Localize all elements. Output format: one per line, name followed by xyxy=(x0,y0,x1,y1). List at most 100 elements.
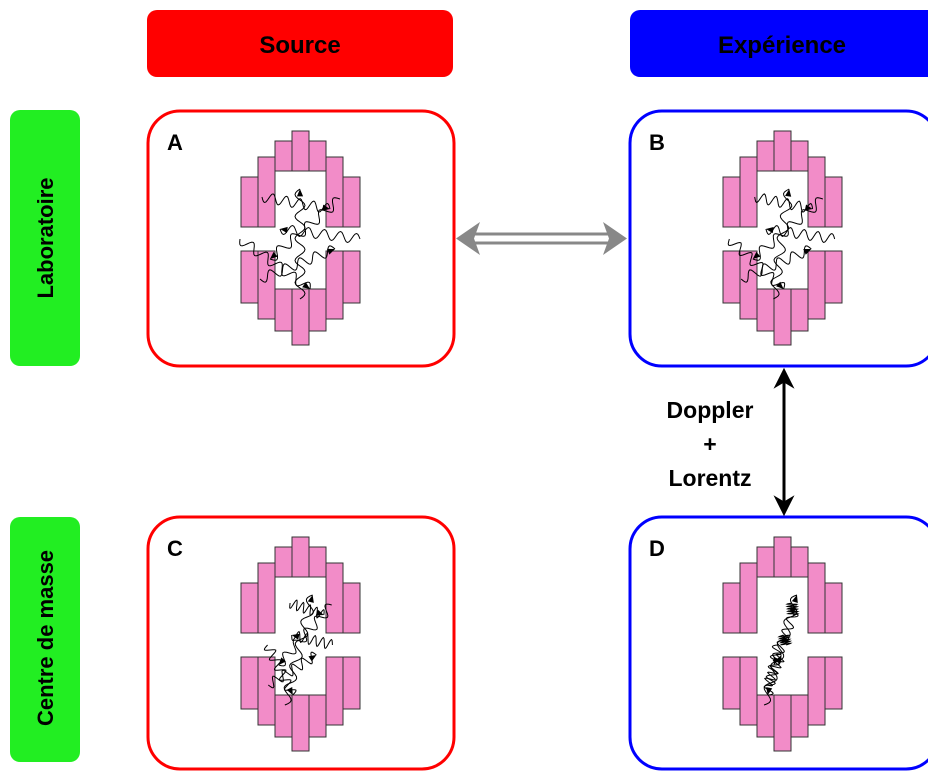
photon-arrowhead xyxy=(291,633,300,640)
nucleon-bar xyxy=(807,156,826,228)
nucleon-bar xyxy=(824,176,843,228)
source-header: Source xyxy=(147,10,453,77)
nucleon-bar xyxy=(756,546,775,578)
nucleon-bar xyxy=(739,156,758,228)
nucleon-bar xyxy=(773,536,792,578)
photon-path xyxy=(294,188,306,300)
nucleon-bar xyxy=(291,288,310,346)
nucleon-bar xyxy=(257,562,276,634)
nucleon-bar xyxy=(257,250,276,320)
photon-arrowhead xyxy=(286,687,293,695)
photon-arrowhead xyxy=(776,281,784,289)
nucleon-bar xyxy=(308,288,327,332)
transform-label: Doppler + Lorentz xyxy=(667,397,754,491)
nucleon-bar xyxy=(722,176,741,228)
nucleon-bar xyxy=(240,176,259,228)
nucleon-bar xyxy=(325,562,344,634)
photon-arrowhead xyxy=(785,189,792,197)
nucleon-bar xyxy=(756,140,775,172)
nucleon-bar xyxy=(722,250,741,304)
nucleon-bar xyxy=(342,582,361,634)
panel-A: A xyxy=(146,109,456,368)
nucleon-bar xyxy=(240,656,259,710)
nucleon-bar xyxy=(291,130,310,172)
nucleon-bar xyxy=(240,582,259,634)
photon-path xyxy=(267,651,317,689)
photon-arrowhead xyxy=(803,249,812,255)
nucleon-bar xyxy=(790,140,809,172)
nucleon-bar xyxy=(274,546,293,578)
nucleon-bar xyxy=(824,250,843,304)
nucleon-bar xyxy=(807,250,826,320)
nucleon-bar xyxy=(790,694,809,738)
photon-arrowhead xyxy=(315,609,324,616)
nucleon-bar xyxy=(342,250,361,304)
nucleon-bar xyxy=(257,656,276,726)
lab-frame-equivalence-arrow xyxy=(456,222,627,255)
nucleon-bar xyxy=(756,288,775,332)
nucleus-cluster-D xyxy=(722,536,843,752)
panel-B-label: B xyxy=(649,130,665,155)
lab-row-tag: Laboratoire xyxy=(10,110,80,366)
photon-path xyxy=(772,604,799,666)
nucleon-bar xyxy=(342,176,361,228)
transform-line-3: Lorentz xyxy=(668,465,751,491)
nucleon-bar xyxy=(308,546,327,578)
nucleon-bar xyxy=(790,288,809,332)
photon-path xyxy=(261,193,331,213)
nucleon-bar xyxy=(325,656,344,726)
photon-arrowhead xyxy=(270,251,278,259)
nucleon-bar xyxy=(308,140,327,172)
photon-arrowhead xyxy=(782,635,789,643)
panel-C: C xyxy=(146,515,456,771)
panel-A-label: A xyxy=(167,130,183,155)
nucleon-bar xyxy=(274,288,293,332)
photon-path xyxy=(279,224,361,244)
nucleon-bar xyxy=(274,140,293,172)
photon-arrowhead xyxy=(804,204,813,211)
nucleon-bar xyxy=(257,156,276,228)
panel-C-label: C xyxy=(167,536,183,561)
photon-arrowhead xyxy=(307,595,314,603)
lab-row-label: Laboratoire xyxy=(33,177,58,298)
photon-path xyxy=(283,594,314,706)
nucleon-bar xyxy=(739,250,758,320)
photon-path xyxy=(764,653,785,687)
nucleon-bar xyxy=(824,582,843,634)
photon-path xyxy=(765,225,836,243)
panel-D: D xyxy=(628,515,928,771)
cm-row-tag: Centre de masse xyxy=(10,517,80,762)
nucleus-cluster-C xyxy=(240,536,361,752)
nucleon-bar xyxy=(773,694,792,752)
nucleon-bar xyxy=(342,656,361,710)
photon-arrowhead xyxy=(765,226,774,234)
transform-line-1: Doppler xyxy=(667,397,754,423)
experience-header: Expérience xyxy=(630,10,928,77)
cm-row-label: Centre de masse xyxy=(33,550,58,726)
experience-header-label: Expérience xyxy=(718,32,846,59)
nucleon-bar xyxy=(291,694,310,752)
photon-arrowhead xyxy=(791,595,798,603)
panel-D-label: D xyxy=(649,536,665,561)
nucleon-bar xyxy=(807,562,826,634)
source-header-label: Source xyxy=(259,32,340,59)
photon-arrowhead xyxy=(302,282,310,289)
nucleon-bar xyxy=(325,250,344,320)
photon-path xyxy=(291,630,333,650)
photon-arrowhead xyxy=(280,226,288,234)
photon-arrowhead xyxy=(308,655,317,662)
nucleon-bar xyxy=(756,694,775,738)
nucleon-bar xyxy=(308,694,327,738)
nucleon-bar xyxy=(807,656,826,726)
photon-arrowhead xyxy=(322,204,330,211)
nucleon-bar xyxy=(739,656,758,726)
photon-path xyxy=(289,599,325,619)
nucleon-bar xyxy=(773,130,792,172)
nucleus-cluster-B xyxy=(722,130,843,346)
transform-line-2: + xyxy=(703,431,716,457)
nucleon-bar xyxy=(722,656,741,710)
photon-arrowhead xyxy=(752,251,761,259)
nucleon-bar xyxy=(291,536,310,578)
nucleon-bar xyxy=(274,694,293,738)
nucleon-bar xyxy=(722,582,741,634)
